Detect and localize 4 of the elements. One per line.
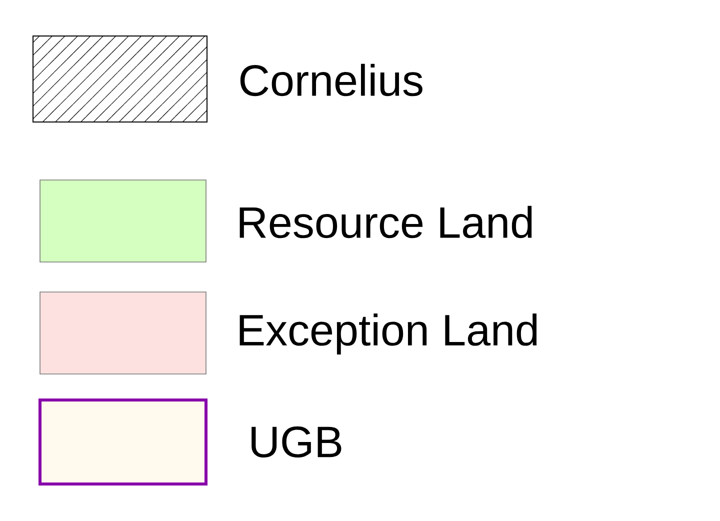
legend-label: UGB (252, 426, 342, 458)
legend-label: Resource Land (240, 206, 532, 238)
legend-label: Exception Land (240, 313, 537, 354)
legend-label: Cornelius (240, 64, 422, 96)
